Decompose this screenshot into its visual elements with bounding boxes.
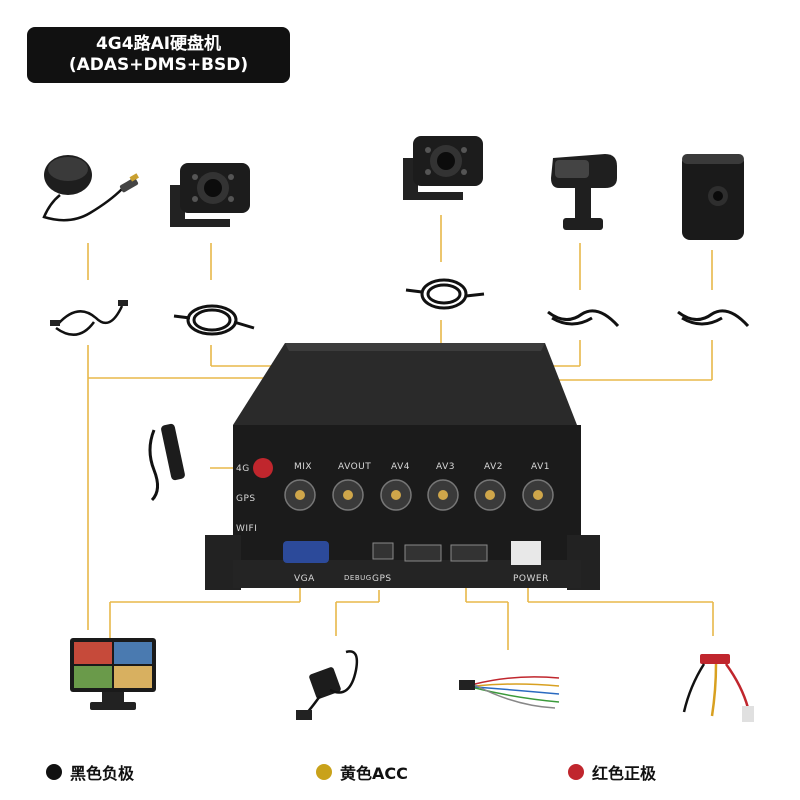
ball-camera-icon — [42, 155, 139, 222]
product-subtitle: (ADAS+DMS+BSD) — [68, 55, 249, 75]
monitor-icon — [70, 638, 156, 710]
port-label-power: POWER — [513, 574, 549, 584]
port-label-mix: MIX — [294, 462, 313, 472]
gps-module-icon — [296, 650, 359, 720]
product-title-box: 4G4路AI硬盘机 (ADAS+DMS+BSD) — [27, 27, 290, 83]
port-label-wifi-led: WIFI — [236, 524, 258, 534]
product-title: 4G4路AI硬盘机 — [95, 34, 222, 54]
legend-item-red: 红色正极 — [568, 760, 656, 784]
port-label-gps: GPS — [372, 574, 392, 584]
port-label-av1: AV1 — [531, 462, 550, 472]
av-cable-icon — [677, 309, 750, 328]
mdvr-unit — [205, 343, 600, 590]
legend-label-black: 黑色负极 — [70, 764, 135, 783]
port-label-debug: DEBUG — [344, 574, 372, 582]
av-cable-icon — [547, 309, 620, 328]
legend-label-yellow: 黄色ACC — [340, 764, 408, 783]
port-label-av2: AV2 — [484, 462, 503, 472]
adas-camera-icon — [682, 154, 744, 240]
night-vision-camera-icon — [403, 136, 483, 200]
legend-item-black: 黑色负极 — [46, 760, 134, 784]
legend-label-red: 红色正极 — [592, 764, 657, 783]
port-label-avout: AVOUT — [338, 462, 372, 472]
port-label-av3: AV3 — [436, 462, 455, 472]
port-label-av4: AV4 — [391, 462, 410, 472]
antenna-4g-icon — [148, 423, 185, 502]
legend-dot-black — [46, 764, 62, 780]
io-harness-icon — [459, 676, 560, 709]
port-label-gps-led: GPS — [236, 494, 256, 504]
power-cable-icon — [682, 654, 754, 722]
night-vision-camera-icon — [170, 163, 250, 227]
legend-item-yellow: 黄色ACC — [316, 760, 408, 784]
av-cable-icon — [50, 300, 128, 336]
legend-dot-red — [568, 764, 584, 780]
port-label-4g: 4G — [236, 464, 250, 474]
legend-dot-yellow — [316, 764, 332, 780]
dms-camera-icon — [551, 154, 617, 230]
port-label-vga: VGA — [294, 574, 315, 584]
av-cable-icon — [173, 304, 255, 336]
av-cable-icon — [405, 278, 485, 310]
